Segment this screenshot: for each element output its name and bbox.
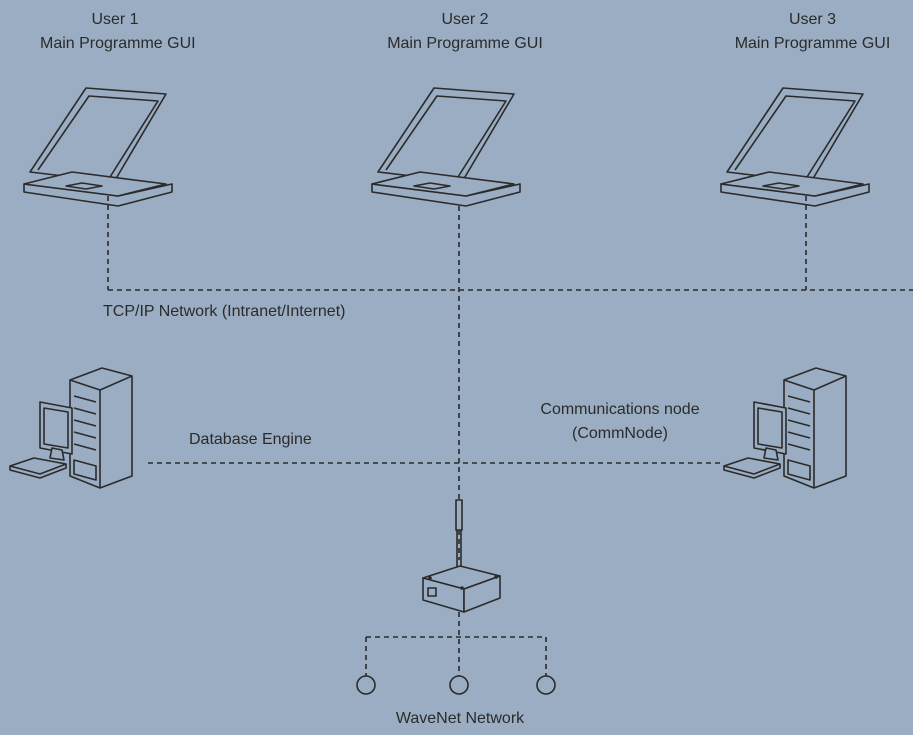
server-computer-icon — [723, 367, 847, 489]
laptop-icon — [720, 87, 870, 207]
radio-gateway-icon — [422, 499, 501, 613]
commnode-label-line1: Communications node — [540, 401, 700, 418]
tcpip-network-lines — [107, 196, 913, 560]
commnode-label-line2: (CommNode) — [571, 425, 668, 442]
user-1-name: User 1 — [91, 11, 139, 28]
user-2-name: User 2 — [441, 11, 489, 28]
tcpip-network-label: TCP/IP Network (Intranet/Internet) — [103, 303, 346, 320]
sensor-node-icon — [536, 675, 556, 695]
user-1-role: Main Programme GUI — [40, 35, 196, 52]
user-3-role: Main Programme GUI — [734, 35, 891, 52]
user-3-label: User 3 Main Programme GUI — [730, 8, 895, 56]
database-engine-label: Database Engine — [189, 431, 312, 448]
user-2-label: User 2 Main Programme GUI — [385, 8, 545, 56]
commnode-label: Communications node (CommNode) — [530, 398, 710, 446]
wavenet-tree-lines — [365, 612, 547, 676]
user-1-label: User 1 Main Programme GUI — [40, 8, 196, 56]
wavenet-network-label: WaveNet Network — [395, 710, 525, 727]
user-3-name: User 3 — [788, 11, 837, 28]
laptop-icon — [23, 87, 173, 207]
sensor-node-icon — [449, 675, 469, 695]
user-2-role: Main Programme GUI — [387, 35, 543, 52]
sensor-node-icon — [356, 675, 376, 695]
server-computer-icon — [9, 367, 133, 489]
laptop-icon — [371, 87, 521, 207]
